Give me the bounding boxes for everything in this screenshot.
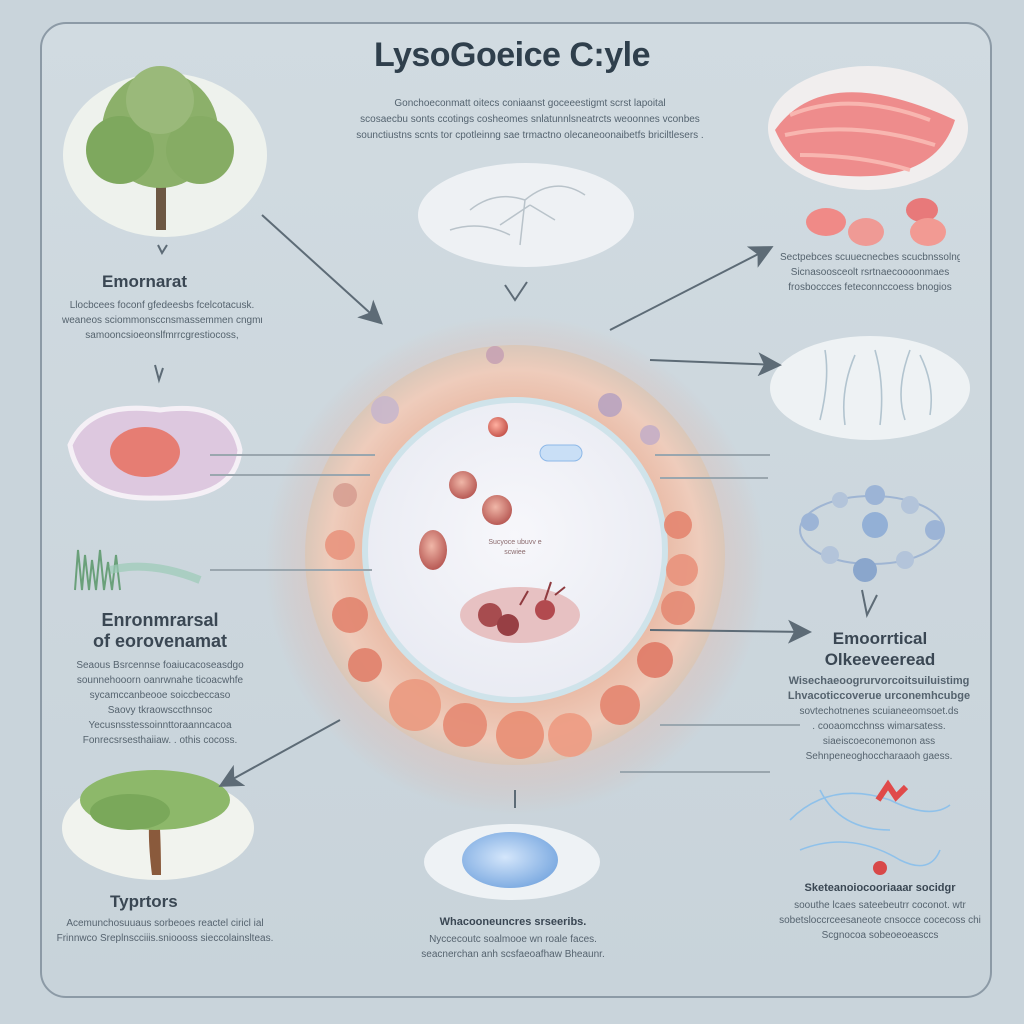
text-line: Seaous Bsrcennse foaiucacoseasdgo	[76, 660, 244, 671]
intro-text: Gonchoeconmatt oitecs coniaanst goceeest…	[340, 96, 720, 144]
text-line: Sehnpeneoghoccharaaoh gaess.	[805, 751, 953, 762]
nerve-network-icon	[418, 163, 634, 267]
bottom-center-text: Nyccecoutc soalmooe wn roale faces. seac…	[400, 932, 626, 962]
muscle-tissue-icon	[768, 66, 968, 190]
left-mid-heading: Enronmrarsal of eorovenamat	[70, 610, 250, 652]
intro-line: sounctiustns scnts tor cpotleinng sae tr…	[356, 130, 704, 141]
grass-icon	[74, 549, 202, 591]
ring-cells	[325, 346, 698, 759]
heading-line: Enronmrarsal	[101, 610, 219, 630]
root-fibers-icon	[770, 336, 970, 440]
blue-network-icon	[789, 779, 951, 875]
caption-line: Sucyoce ubuvv e	[488, 539, 542, 546]
heading-line: of eorovenamat	[92, 631, 228, 651]
right-bottom-text: soouthe lcaes sateebeutrr coconot. wtr s…	[770, 898, 990, 943]
left-bottom-heading: Typrtors	[110, 892, 178, 911]
bottom-center-heading: Whacooneuncres srseeribs.	[439, 916, 587, 928]
center-caption: Sucyoce ubuvv e scwiee	[470, 538, 560, 558]
left-mid-text: Seaous Bsrcennse foaiucacoseasdgo sounne…	[60, 658, 260, 748]
intro-line: Gonchoeconmatt oitecs coniaanst goceeest…	[394, 98, 666, 109]
right-bottom-heading: Sketeanoiocooriaaar socidgr	[804, 882, 956, 894]
right-top-text: Sectpebces scuuecnecbes scucbnssolng Sic…	[780, 250, 960, 295]
cell-nucleus-icon	[67, 405, 243, 501]
text-line: weaneos sciommonsccnsmassemmen cngmnsiad…	[62, 315, 262, 326]
heading-line: Emoorrtical	[832, 629, 928, 648]
text-line: sovtechotnenes scuianeeomsoet.ds	[799, 706, 959, 717]
text-line: Llocbcees foconf gfedeesbs fcelcotacusk.	[69, 300, 255, 311]
text-line: Saovy tkraowsccthnsoc	[107, 705, 213, 716]
text-line: sobetsloccrceesaneote cnsocce cocecoss c…	[779, 915, 981, 926]
text-line: Scgnocoa sobeoeoeasccs	[821, 930, 939, 941]
tissue-fragments-icon	[806, 198, 946, 246]
caption-line: scwiee	[504, 549, 526, 556]
left-top-text: Llocbcees foconf gfedeesbs fcelcotacusk.…	[62, 298, 262, 343]
text-line: Frinnwco Sreplnscciiis.snioooss sieccola…	[56, 933, 274, 944]
left-bottom-text: Acemunchosuuaus sorbeoes reactel ciricl …	[50, 916, 280, 946]
text-line: seacnerchan anh scsfaeoafhaw Bheaunr.	[421, 949, 605, 960]
blue-cell-icon	[424, 824, 600, 900]
tree-icon	[63, 66, 267, 237]
text-line: Nyccecoutc soalmooe wn roale faces.	[429, 934, 597, 945]
molecule-chain-icon	[799, 485, 945, 582]
left-top-heading: Emornarat	[102, 272, 188, 291]
text-line: Lhvacoticcoverue urconemhcubge	[787, 690, 971, 702]
text-line: Sicnasoosceolt rsrtnaecoooonmaes	[790, 267, 950, 278]
text-line: Wisechaeoogrurvorcoitsuiluistimg	[788, 675, 970, 687]
flow-arrows	[154, 214, 878, 808]
central-cycle	[265, 315, 765, 815]
text-line: samooncsioeonslfmrrcgrestiocoss,	[85, 330, 239, 341]
text-line: Sectpebces scuuecnecbes scucbnssolng	[780, 252, 960, 263]
right-mid-heading: Emoorrtical Olkeeveeread	[790, 628, 970, 670]
text-line: sycamccanbeooe soiccbeccaso	[89, 690, 231, 701]
heading-line: Olkeeveeread	[824, 650, 936, 669]
text-line: Yecusnsstessoinnttoraanncacoa	[88, 720, 232, 731]
text-line: Fonrecsrsesthaiiaw. . othis cocoss.	[82, 735, 238, 746]
text-line: siaeiscoeconemonon ass	[822, 736, 936, 747]
text-line: . cooaomcchnss wimarsatess.	[812, 721, 946, 732]
text-line: sounnehooorn oanrwnahe ticoacwhfe	[76, 675, 244, 686]
text-line: soouthe lcaes sateebeutrr coconot. wtr	[794, 900, 966, 911]
page-title: LysoGoeice C:yle	[373, 36, 651, 74]
inner-cells	[419, 417, 580, 643]
second-tree-icon	[62, 770, 254, 880]
right-mid-text: Wisechaeoogrurvorcoitsuiluistimg Lhvacot…	[770, 674, 988, 764]
text-line: frosboccces feteconnccoess bnogios	[788, 282, 952, 293]
intro-line: scosaecbu sonts ccotings cosheomes snlat…	[360, 114, 700, 125]
text-line: Acemunchosuuaus sorbeoes reactel ciricl …	[66, 918, 264, 929]
